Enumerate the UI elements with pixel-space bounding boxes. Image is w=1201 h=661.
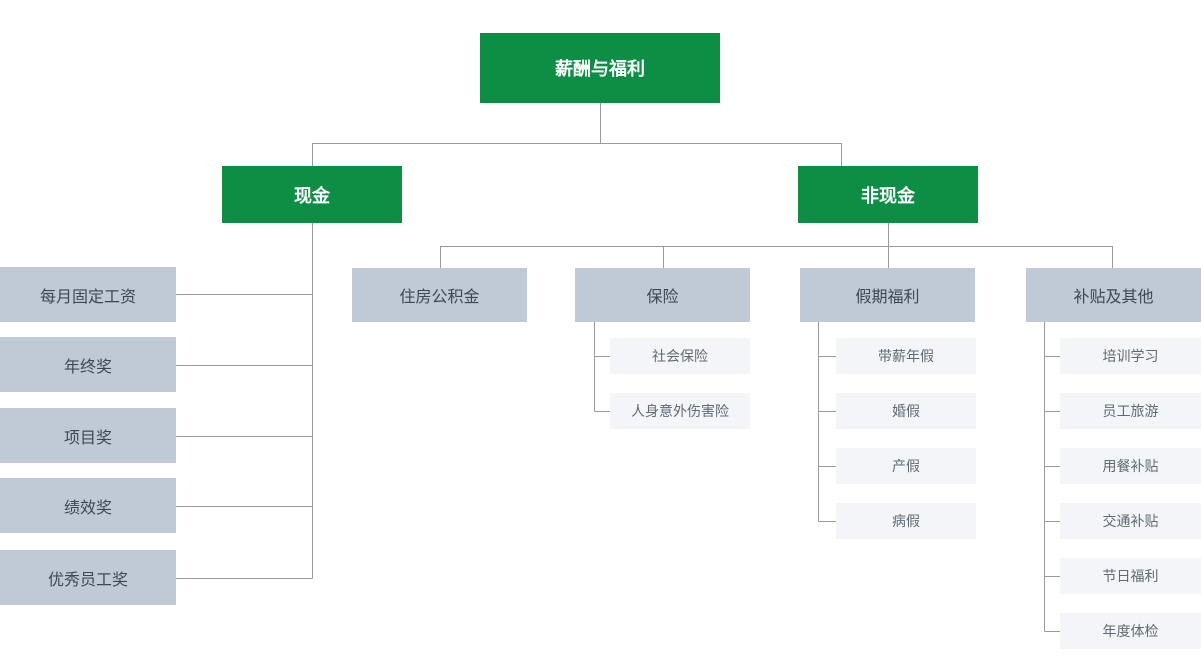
node-maternity-leave: 产假 bbox=[836, 448, 976, 484]
node-root: 薪酬与福利 bbox=[480, 33, 720, 103]
node-meal-subsidy: 用餐补贴 bbox=[1060, 448, 1201, 484]
node-personal-accident-insurance: 人身意外伤害险 bbox=[610, 393, 750, 429]
connector-root-to-branches bbox=[312, 103, 842, 166]
node-training-learning: 培训学习 bbox=[1060, 338, 1201, 374]
connector-noncash-children bbox=[440, 223, 1113, 268]
node-annual-checkup: 年度体检 bbox=[1060, 613, 1201, 649]
node-cash: 现金 bbox=[222, 166, 402, 223]
node-noncash: 非现金 bbox=[798, 166, 978, 223]
node-social-insurance: 社会保险 bbox=[610, 338, 750, 374]
node-subsidies-and-others: 补贴及其他 bbox=[1026, 268, 1201, 322]
connector-insurance-children bbox=[594, 322, 610, 412]
node-holiday-benefits: 假期福利 bbox=[800, 268, 975, 322]
node-employee-travel: 员工旅游 bbox=[1060, 393, 1201, 429]
node-housing-fund: 住房公积金 bbox=[352, 268, 527, 322]
node-paid-annual-leave: 带薪年假 bbox=[836, 338, 976, 374]
connector-holiday-children bbox=[818, 322, 836, 522]
node-project-bonus: 项目奖 bbox=[0, 408, 176, 463]
node-year-end-bonus: 年终奖 bbox=[0, 337, 176, 392]
node-marriage-leave: 婚假 bbox=[836, 393, 976, 429]
node-transport-subsidy: 交通补贴 bbox=[1060, 503, 1201, 539]
connector-subsidy-children bbox=[1044, 322, 1060, 632]
node-outstanding-employee-award: 优秀员工奖 bbox=[0, 550, 176, 605]
node-sick-leave: 病假 bbox=[836, 503, 976, 539]
node-festival-benefits: 节日福利 bbox=[1060, 558, 1201, 594]
node-performance-bonus: 绩效奖 bbox=[0, 478, 176, 533]
connector-cash-children bbox=[176, 223, 313, 579]
node-monthly-fixed-salary: 每月固定工资 bbox=[0, 267, 176, 322]
node-insurance: 保险 bbox=[575, 268, 750, 322]
